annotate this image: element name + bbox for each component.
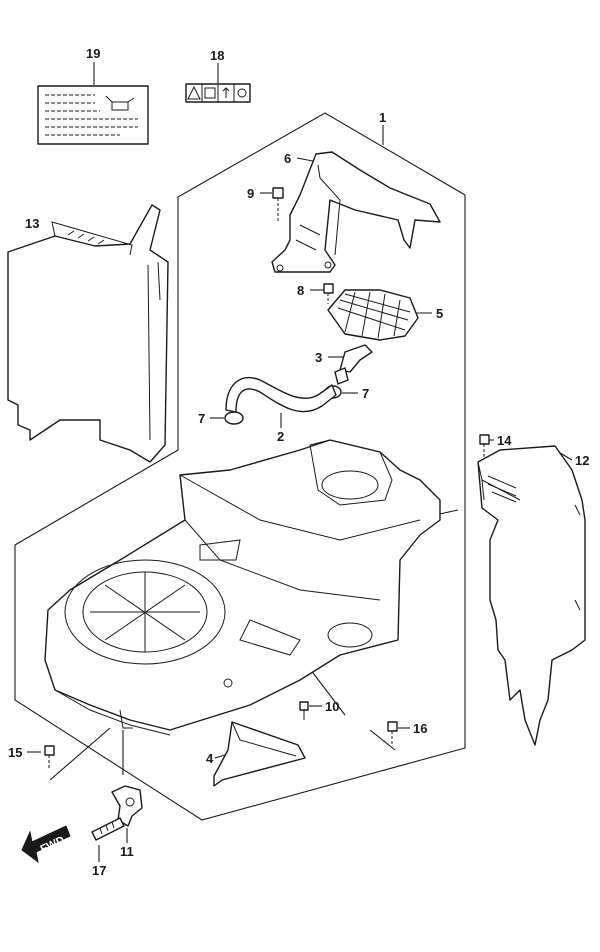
callout-19: 19: [86, 46, 100, 61]
bolt-part-15: [44, 745, 55, 770]
callout-16: 16: [413, 721, 427, 736]
bolt-part-16: [387, 721, 398, 745]
callout-6: 6: [284, 151, 291, 166]
clamp-part-7-lower: [224, 411, 244, 425]
callout-7-upper: 7: [362, 386, 369, 401]
callout-4: 4: [206, 751, 214, 766]
hose-part-2: [225, 376, 337, 413]
filter-part-5: [327, 289, 419, 341]
warning-label-part-18: [185, 83, 251, 103]
callout-17: 17: [92, 863, 106, 878]
callout-5: 5: [436, 306, 443, 321]
label-sticker-part-19: [37, 85, 149, 145]
forward-arrow: FWD: [21, 825, 71, 864]
side-cover-part-12: [477, 445, 586, 746]
mount-part-11: [111, 785, 143, 827]
screw-part-10: [299, 701, 309, 720]
callout-11: 11: [120, 844, 134, 859]
bolt-part-14: [479, 434, 490, 458]
callout-2: 2: [277, 429, 284, 444]
callout-3: 3: [315, 350, 322, 365]
main-housing-part-1: [44, 439, 441, 736]
callout-14: 14: [497, 433, 512, 448]
upper-cover-part-6: [271, 151, 441, 273]
callout-12: 12: [575, 453, 589, 468]
callout-13: 13: [25, 216, 39, 231]
callout-9: 9: [247, 186, 254, 201]
callout-10: 10: [325, 699, 339, 714]
callout-7-lower: 7: [198, 411, 205, 426]
callout-15: 15: [8, 745, 22, 760]
assembly-boundary: [14, 112, 466, 821]
side-cover-part-13: [7, 204, 169, 463]
bolt-part-8: [323, 283, 334, 304]
bolt-part-17: [91, 817, 125, 841]
callout-labels: 1 2 3 4 5 6 7 7 8 9 10 11 12 13 14 15 16…: [8, 46, 589, 878]
bolt-part-9: [272, 187, 284, 222]
bracket-part-4: [213, 721, 306, 787]
callout-1: 1: [379, 110, 386, 125]
fitting-part-3: [334, 344, 373, 385]
callout-8: 8: [297, 283, 304, 298]
callout-18: 18: [210, 48, 224, 63]
